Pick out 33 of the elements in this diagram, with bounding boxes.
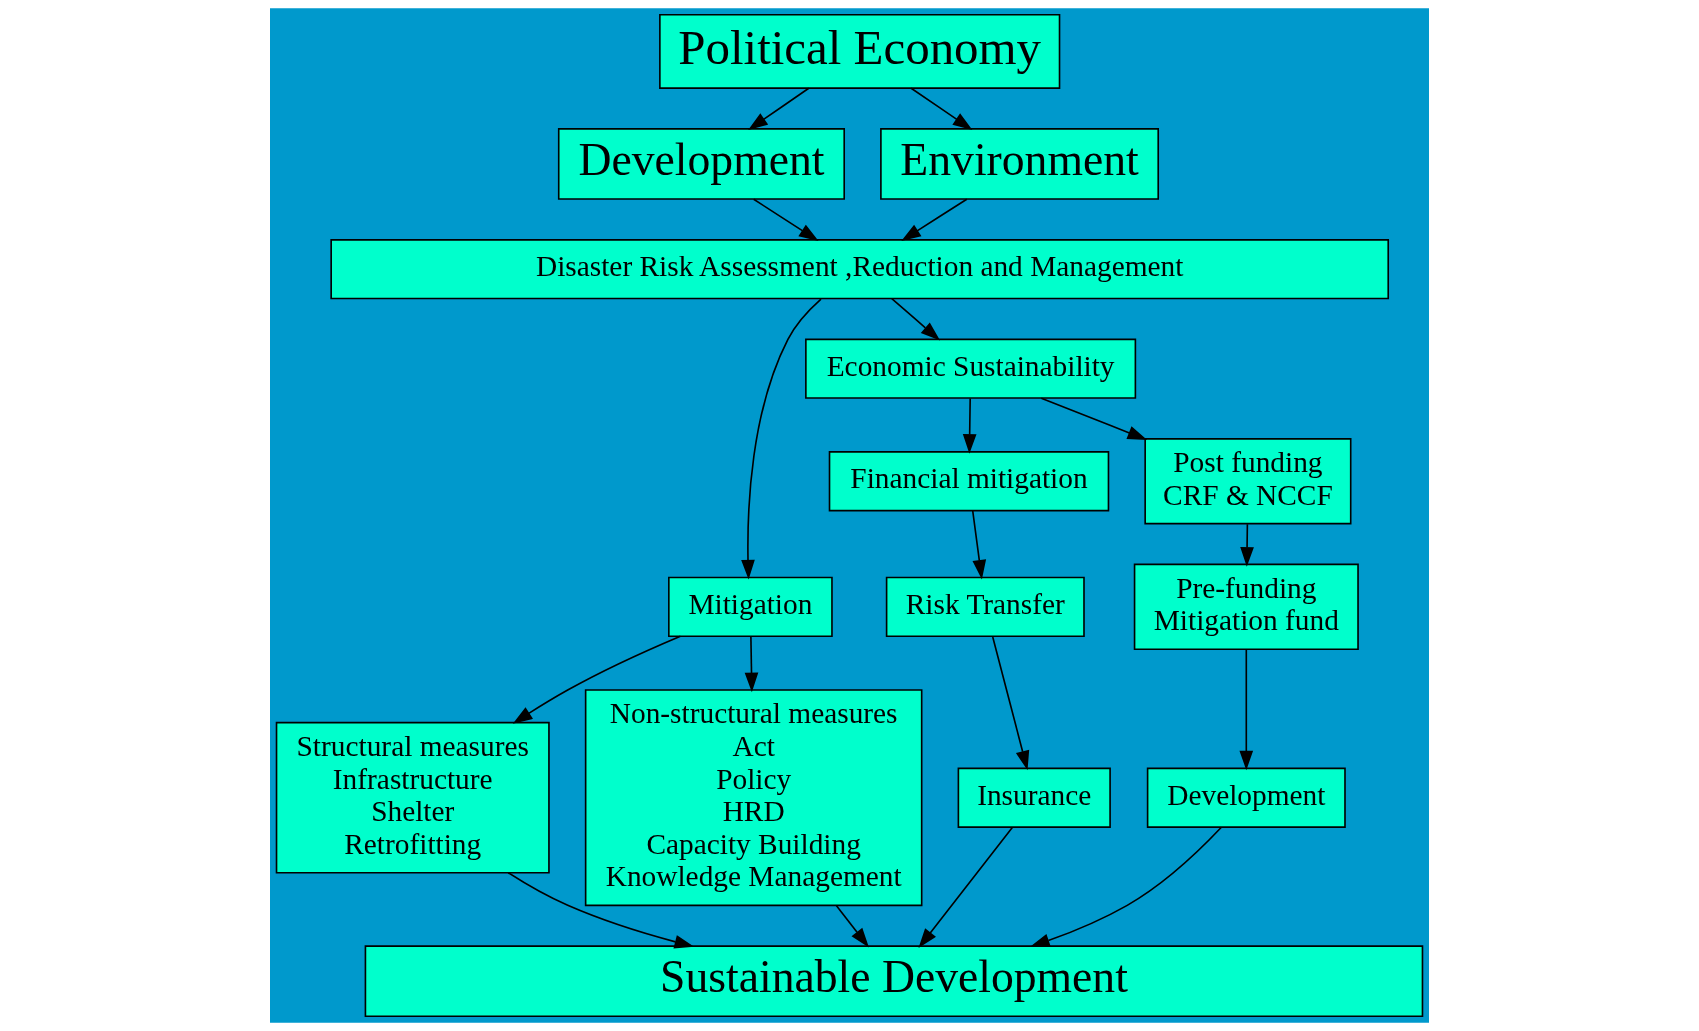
node-box: Post funding CRF & NCCF — [1144, 438, 1352, 525]
node-box: Financial mitigation — [828, 451, 1110, 512]
node-box: Mitigation — [668, 576, 833, 638]
node-box: Environment — [880, 128, 1160, 200]
node-box: Structural measures Infrastructure Shelter Retrofitting — [275, 721, 550, 874]
node-box: Political Economy — [659, 13, 1061, 89]
arrow — [918, 826, 1014, 949]
arrow — [1040, 397, 1148, 440]
node-box: Development — [1146, 767, 1346, 828]
arrow — [507, 872, 695, 949]
arrow — [901, 198, 968, 242]
arrow — [744, 636, 759, 693]
arrow — [748, 87, 810, 131]
arrow — [741, 298, 822, 580]
node-box: Sustainable Development — [364, 945, 1424, 1018]
arrow — [1239, 648, 1254, 771]
node-box: Development — [557, 128, 845, 200]
arrow — [890, 297, 941, 341]
arrow — [971, 509, 987, 580]
node-box: Non-structural measures Act Policy HRD Capacity Building Knowledge Management — [584, 689, 923, 907]
arrow — [910, 87, 973, 131]
node-box: Economic Sustainability — [805, 338, 1137, 399]
arrow — [991, 636, 1030, 771]
arrow — [752, 198, 819, 242]
node-box: Insurance — [957, 767, 1111, 828]
node-box: Pre-funding Mitigation fund — [1133, 563, 1359, 651]
arrow — [1030, 826, 1223, 947]
node-box: Risk Transfer — [885, 576, 1085, 638]
node-box: Disaster Risk Assessment ,Reduction and Management — [330, 239, 1390, 300]
arrow — [835, 904, 869, 948]
arrow — [962, 397, 977, 454]
arrow — [512, 635, 682, 724]
arrow — [1240, 523, 1254, 567]
